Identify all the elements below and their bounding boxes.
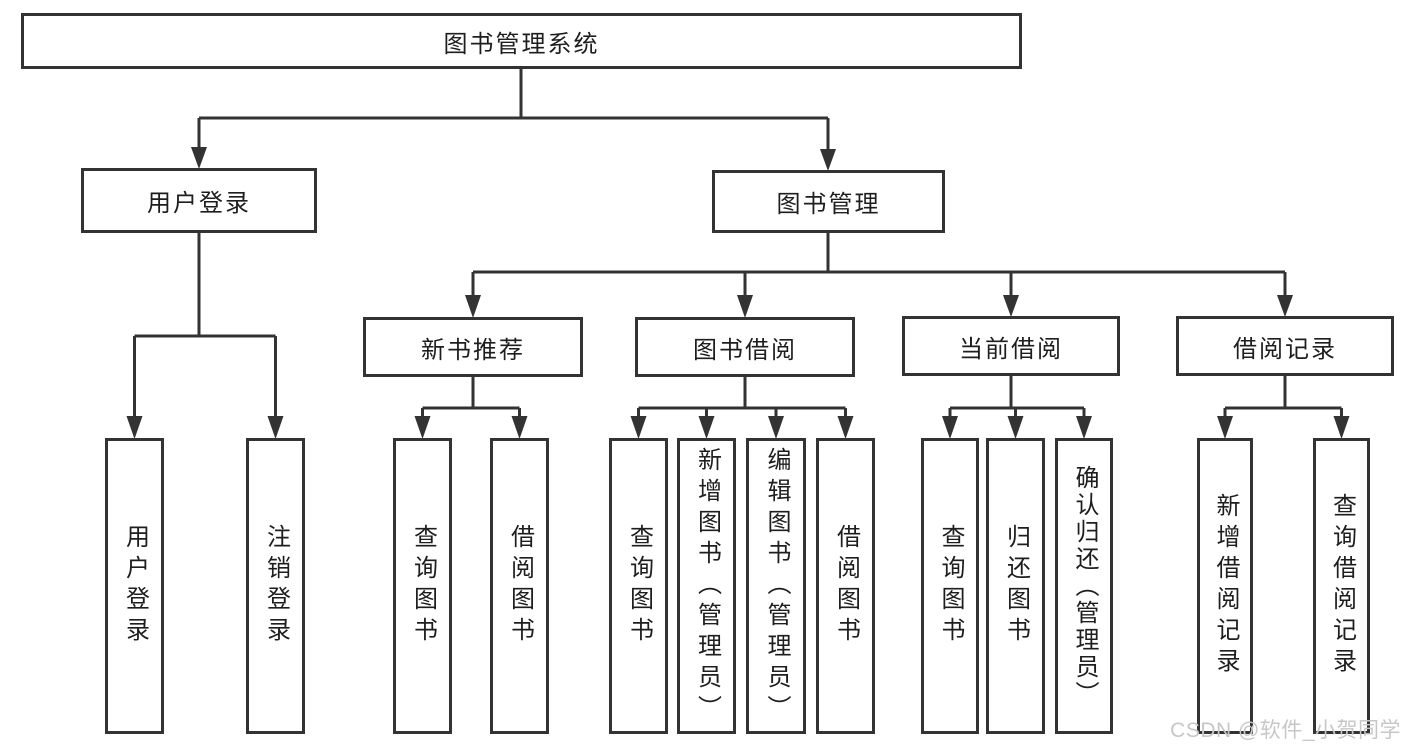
node-label: 编辑图书（管理员） bbox=[763, 446, 790, 726]
leaf-add-borrow-record: 新增借阅记录 bbox=[1197, 438, 1253, 734]
node-book-management: 图书管理 bbox=[712, 170, 945, 233]
node-label: 借阅图书 bbox=[506, 524, 534, 648]
node-label: 当前借阅 bbox=[959, 335, 1063, 363]
node-current-borrowing: 当前借阅 bbox=[902, 316, 1120, 376]
leaf-borrow-books-recommend: 借阅图书 bbox=[490, 438, 549, 734]
node-label: 图书借阅 bbox=[693, 336, 797, 364]
node-label: 图书管理系统 bbox=[443, 30, 600, 58]
node-new-book-recommend: 新书推荐 bbox=[363, 317, 583, 377]
leaf-logout: 注销登录 bbox=[246, 438, 305, 734]
node-label: 借阅记录 bbox=[1233, 335, 1337, 363]
leaf-query-books-recommend: 查询图书 bbox=[393, 438, 452, 734]
node-label: 归还图书 bbox=[1002, 524, 1030, 648]
node-label: 用户登录 bbox=[121, 524, 149, 648]
leaf-edit-book-admin: 编辑图书（管理员） bbox=[746, 438, 806, 734]
node-book-borrowing: 图书借阅 bbox=[635, 317, 855, 377]
leaf-confirm-return-admin: 确认归还（管理员） bbox=[1055, 438, 1113, 734]
node-user-login: 用户登录 bbox=[81, 168, 317, 233]
node-label: 图书管理 bbox=[776, 191, 881, 218]
node-label: 查询图书 bbox=[937, 524, 964, 648]
leaf-query-borrow-record: 查询借阅记录 bbox=[1313, 438, 1370, 734]
leaf-query-books-borrowing: 查询图书 bbox=[609, 438, 668, 734]
node-label: 借阅图书 bbox=[832, 524, 860, 648]
csdn-watermark: CSDN @软件_小贺同学 bbox=[1170, 719, 1401, 742]
leaf-add-book-admin: 新增图书（管理员） bbox=[677, 438, 736, 734]
node-label: 用户登录 bbox=[147, 190, 251, 217]
leaf-query-books-current: 查询图书 bbox=[921, 438, 979, 734]
node-library-system: 图书管理系统 bbox=[21, 13, 1022, 69]
node-label: 查询图书 bbox=[409, 524, 437, 648]
node-label: 注销登录 bbox=[262, 524, 290, 648]
leaf-borrow-books-borrowing: 借阅图书 bbox=[816, 438, 875, 734]
node-label: 确认归还（管理员） bbox=[1071, 464, 1098, 708]
node-label: 新书推荐 bbox=[421, 336, 525, 364]
node-label: 新增图书（管理员） bbox=[693, 446, 721, 726]
node-label: 新增借阅记录 bbox=[1212, 493, 1239, 679]
node-label: 查询借阅记录 bbox=[1328, 493, 1356, 679]
leaf-return-book: 归还图书 bbox=[986, 438, 1045, 734]
node-borrowing-records: 借阅记录 bbox=[1176, 316, 1394, 376]
node-label: 查询图书 bbox=[625, 524, 653, 648]
leaf-user-login: 用户登录 bbox=[105, 438, 164, 734]
